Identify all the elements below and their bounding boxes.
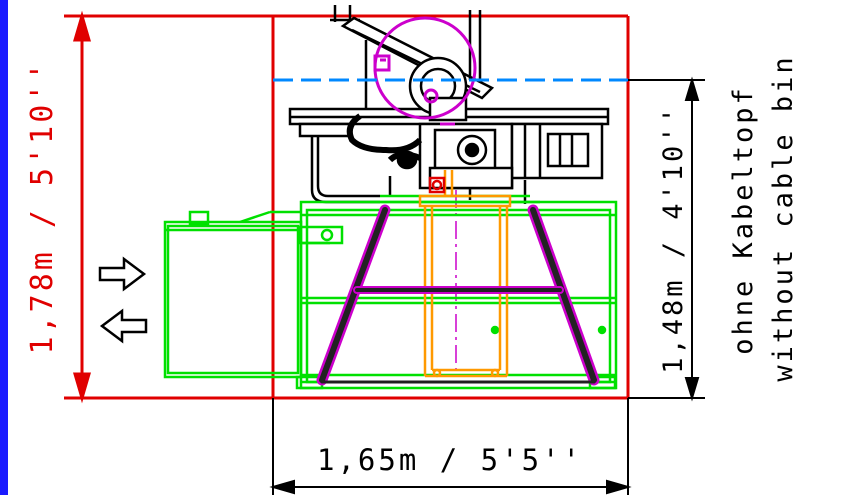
height-without-bin-dimension-line <box>628 76 705 402</box>
arrow-right-outline-icon <box>98 256 147 292</box>
arrow-left-outline-icon <box>99 308 148 344</box>
overall-envelope-frame <box>64 14 630 400</box>
trigger-mechanism <box>428 176 446 194</box>
a-frame-legs <box>316 204 600 386</box>
total-height-dimension-line <box>73 10 91 404</box>
height-without-bin-label: 1,48m / 4'10'' <box>658 104 689 374</box>
rotating-drum-outline <box>373 16 477 126</box>
upper-machine-assembly <box>288 5 610 204</box>
note-line-english: without cable bin <box>768 54 799 381</box>
note-line-german: ohne Kabeltopf <box>728 85 759 355</box>
window-edge-strip <box>0 0 8 495</box>
width-dimension-line <box>269 398 632 495</box>
width-label: 1,65m / 5'5'' <box>317 443 583 477</box>
total-height-label: 1,78m / 5'10'' <box>25 60 60 355</box>
